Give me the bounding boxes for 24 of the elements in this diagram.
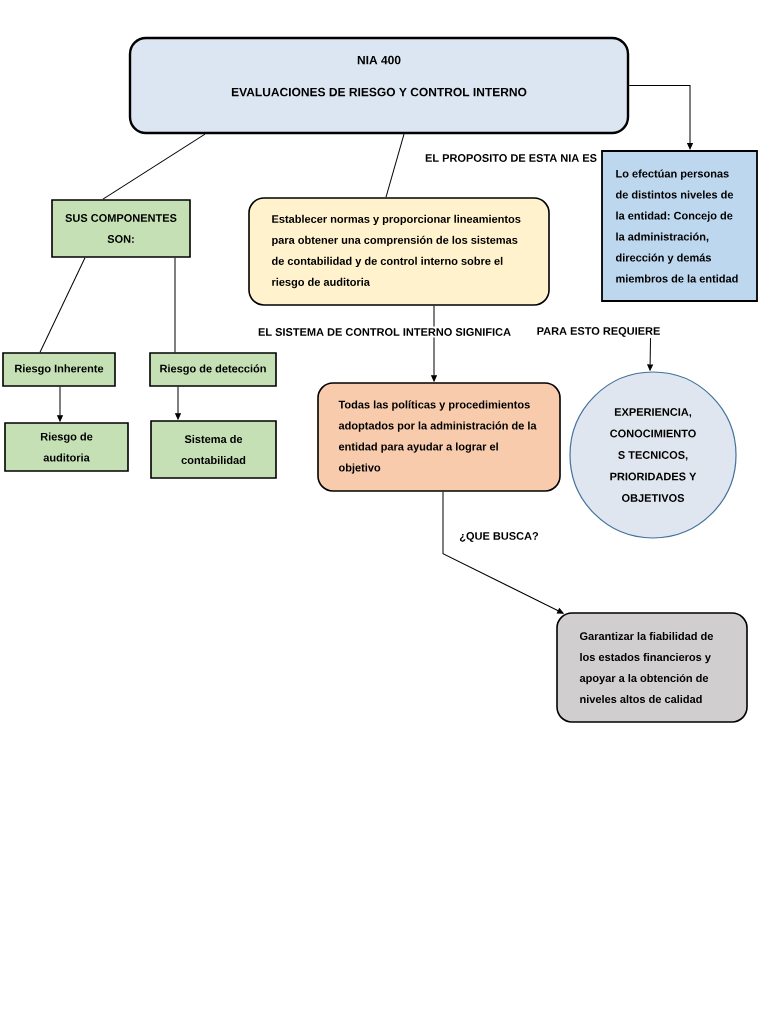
concept-box: Riesgo de auditoria <box>4 422 129 472</box>
concept-box: SUS COMPONENTES SON: <box>51 199 191 258</box>
arrow <box>647 337 653 371</box>
rounded-box: Garantizar la fiabilidad de los estados financieros y apoyar a la obtención de niveles altos de calidad <box>556 612 748 723</box>
edge-label: EL SISTEMA DE CONTROL INTERNO SIGNIFICA <box>256 326 513 338</box>
concept-box: Riesgo de detección <box>149 352 277 387</box>
concept-box: Lo efectúan personas de distintos niveles de la entidad: Concejo de la administración, dirección y demás miembros de la entidad <box>601 150 758 302</box>
arrow <box>57 386 63 422</box>
linking-phrase: PARA ESTO REQUIERE <box>537 327 660 337</box>
connector-line <box>174 257 176 353</box>
arrow <box>431 305 437 382</box>
edge-label: EL PROPOSITO DE ESTA NIA ES <box>423 152 599 164</box>
arrow <box>175 386 181 420</box>
concept-box: Riesgo Inherente <box>2 352 116 387</box>
arrow <box>628 85 693 150</box>
concept-box: Sistema de contabilidad <box>150 420 277 479</box>
edge-label: ¿QUE BUSCA? <box>457 530 541 544</box>
rounded-box: Todas las políticas y procedimientos adoptados por la administración de la entidad para ayudar a lograr el objetivo <box>317 382 561 492</box>
connector-line <box>102 133 206 200</box>
title-box: NIA 400 EVALUACIONES DE RIESGO Y CONTROL INTERNO <box>128 36 630 135</box>
connector-line <box>39 257 86 353</box>
connector-line <box>385 133 405 198</box>
arrow <box>442 491 564 614</box>
rounded-box: Establecer normas y proporcionar lineamientos para obtener una comprensión de los sistemas de contabilidad y de control interno sobre el riesgo de auditoria <box>248 197 550 306</box>
